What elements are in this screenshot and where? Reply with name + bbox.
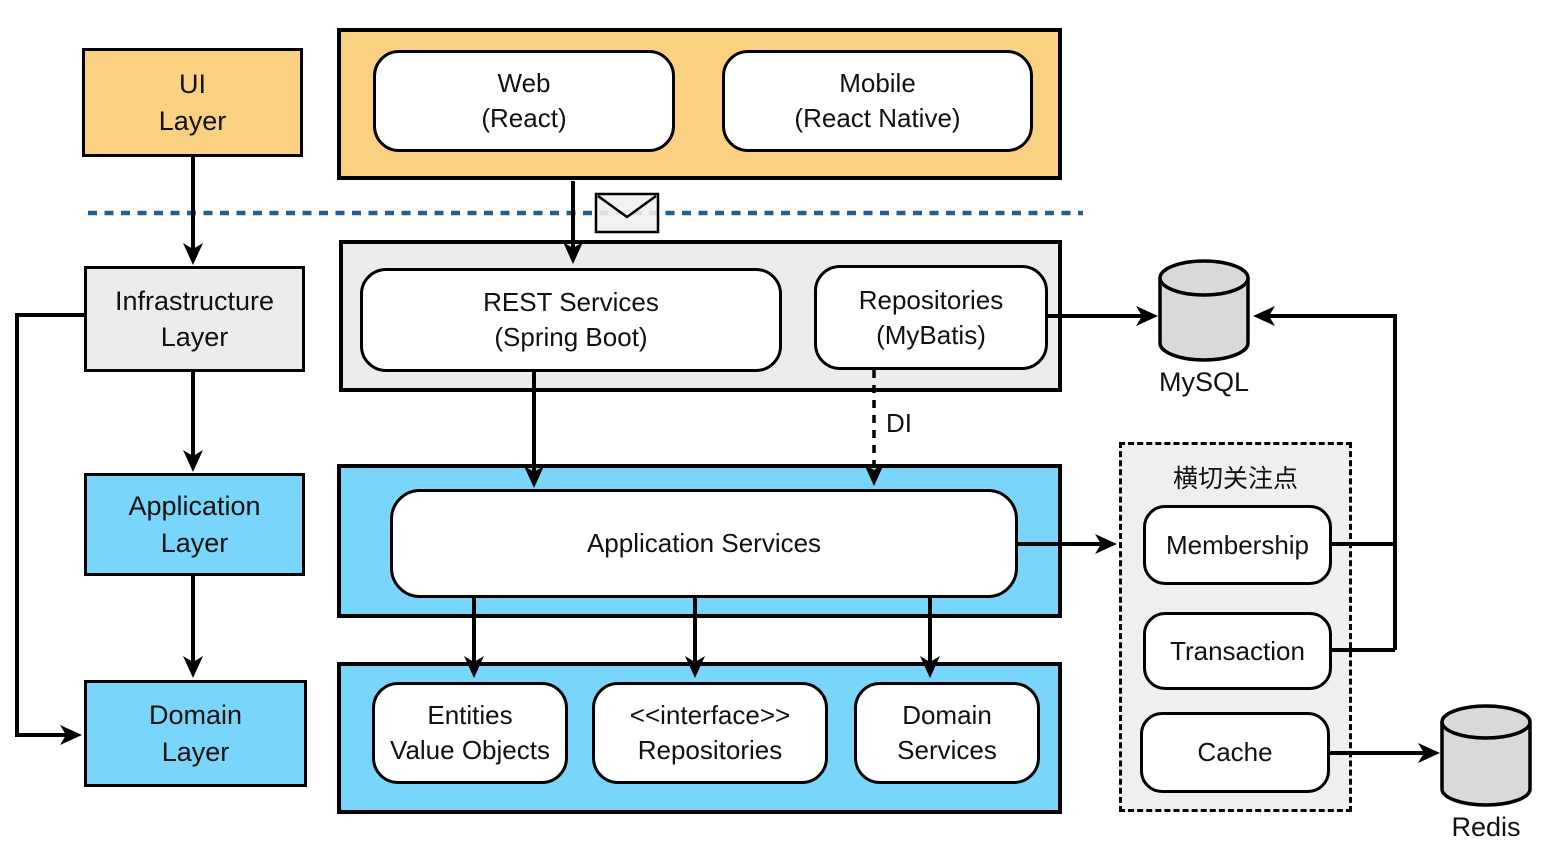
- repository-interfaces-node: <<interface>> Repositories: [592, 682, 828, 784]
- redis-label: Redis: [1451, 812, 1521, 842]
- ui-layer-label: UI Layer: [158, 69, 227, 136]
- membership-node: Membership: [1143, 505, 1332, 585]
- repository-interfaces-label: <<interface>> Repositories: [629, 700, 791, 765]
- envelope-icon: [594, 192, 660, 234]
- arrowhead-right-mysql: [1136, 306, 1158, 326]
- membership-label: Membership: [1165, 529, 1310, 560]
- web-node-label: Web (React): [481, 68, 567, 133]
- ui-layer-box: UI Layer: [82, 48, 303, 157]
- arrow-infrastructure-to-domain-elbow: [15, 313, 84, 737]
- di-annotation: DI: [886, 408, 912, 438]
- mobile-node: Mobile (React Native): [722, 50, 1033, 152]
- application-services-node: Application Services: [390, 489, 1018, 598]
- arrowhead-down-domain: [183, 656, 203, 678]
- arrowhead-down-infra: [183, 243, 203, 265]
- arrowhead-right-domain: [60, 725, 82, 745]
- entities-node: Entities Value Objects: [372, 682, 568, 784]
- domain-services-label: Domain Services: [897, 700, 997, 765]
- application-services-label: Application Services: [586, 528, 822, 559]
- mysql-database-icon: [1158, 259, 1250, 362]
- infrastructure-layer-label: Infrastructure Layer: [114, 285, 275, 352]
- arrowhead-left-mysql: [1253, 306, 1275, 326]
- transaction-label: Transaction: [1170, 635, 1305, 666]
- cache-label: Cache: [1197, 737, 1273, 768]
- arrowhead-right-membership: [1095, 534, 1117, 554]
- repositories-node: Repositories (MyBatis): [814, 265, 1048, 370]
- domain-layer-box: Domain Layer: [84, 680, 307, 787]
- mobile-node-label: Mobile (React Native): [794, 68, 961, 133]
- redis-database-icon: [1440, 704, 1532, 807]
- arrowhead-right-redis: [1418, 743, 1440, 763]
- application-layer-box: Application Layer: [84, 473, 305, 576]
- repositories-label: Repositories (MyBatis): [858, 284, 1004, 350]
- domain-layer-label: Domain Layer: [148, 700, 243, 767]
- arrowhead-down-app: [183, 450, 203, 472]
- cross-cutting-title: 横切关注点: [1172, 465, 1298, 493]
- cache-node: Cache: [1140, 712, 1330, 793]
- entities-label: Entities Value Objects: [390, 700, 550, 765]
- rest-services-node: REST Services (Spring Boot): [360, 268, 782, 372]
- infrastructure-layer-box: Infrastructure Layer: [84, 266, 305, 372]
- domain-services-node: Domain Services: [854, 682, 1040, 784]
- application-layer-label: Application Layer: [128, 491, 261, 558]
- transaction-node: Transaction: [1143, 612, 1332, 690]
- web-node: Web (React): [373, 50, 675, 152]
- rest-services-label: REST Services (Spring Boot): [483, 287, 659, 352]
- mysql-label: MySQL: [1158, 367, 1250, 397]
